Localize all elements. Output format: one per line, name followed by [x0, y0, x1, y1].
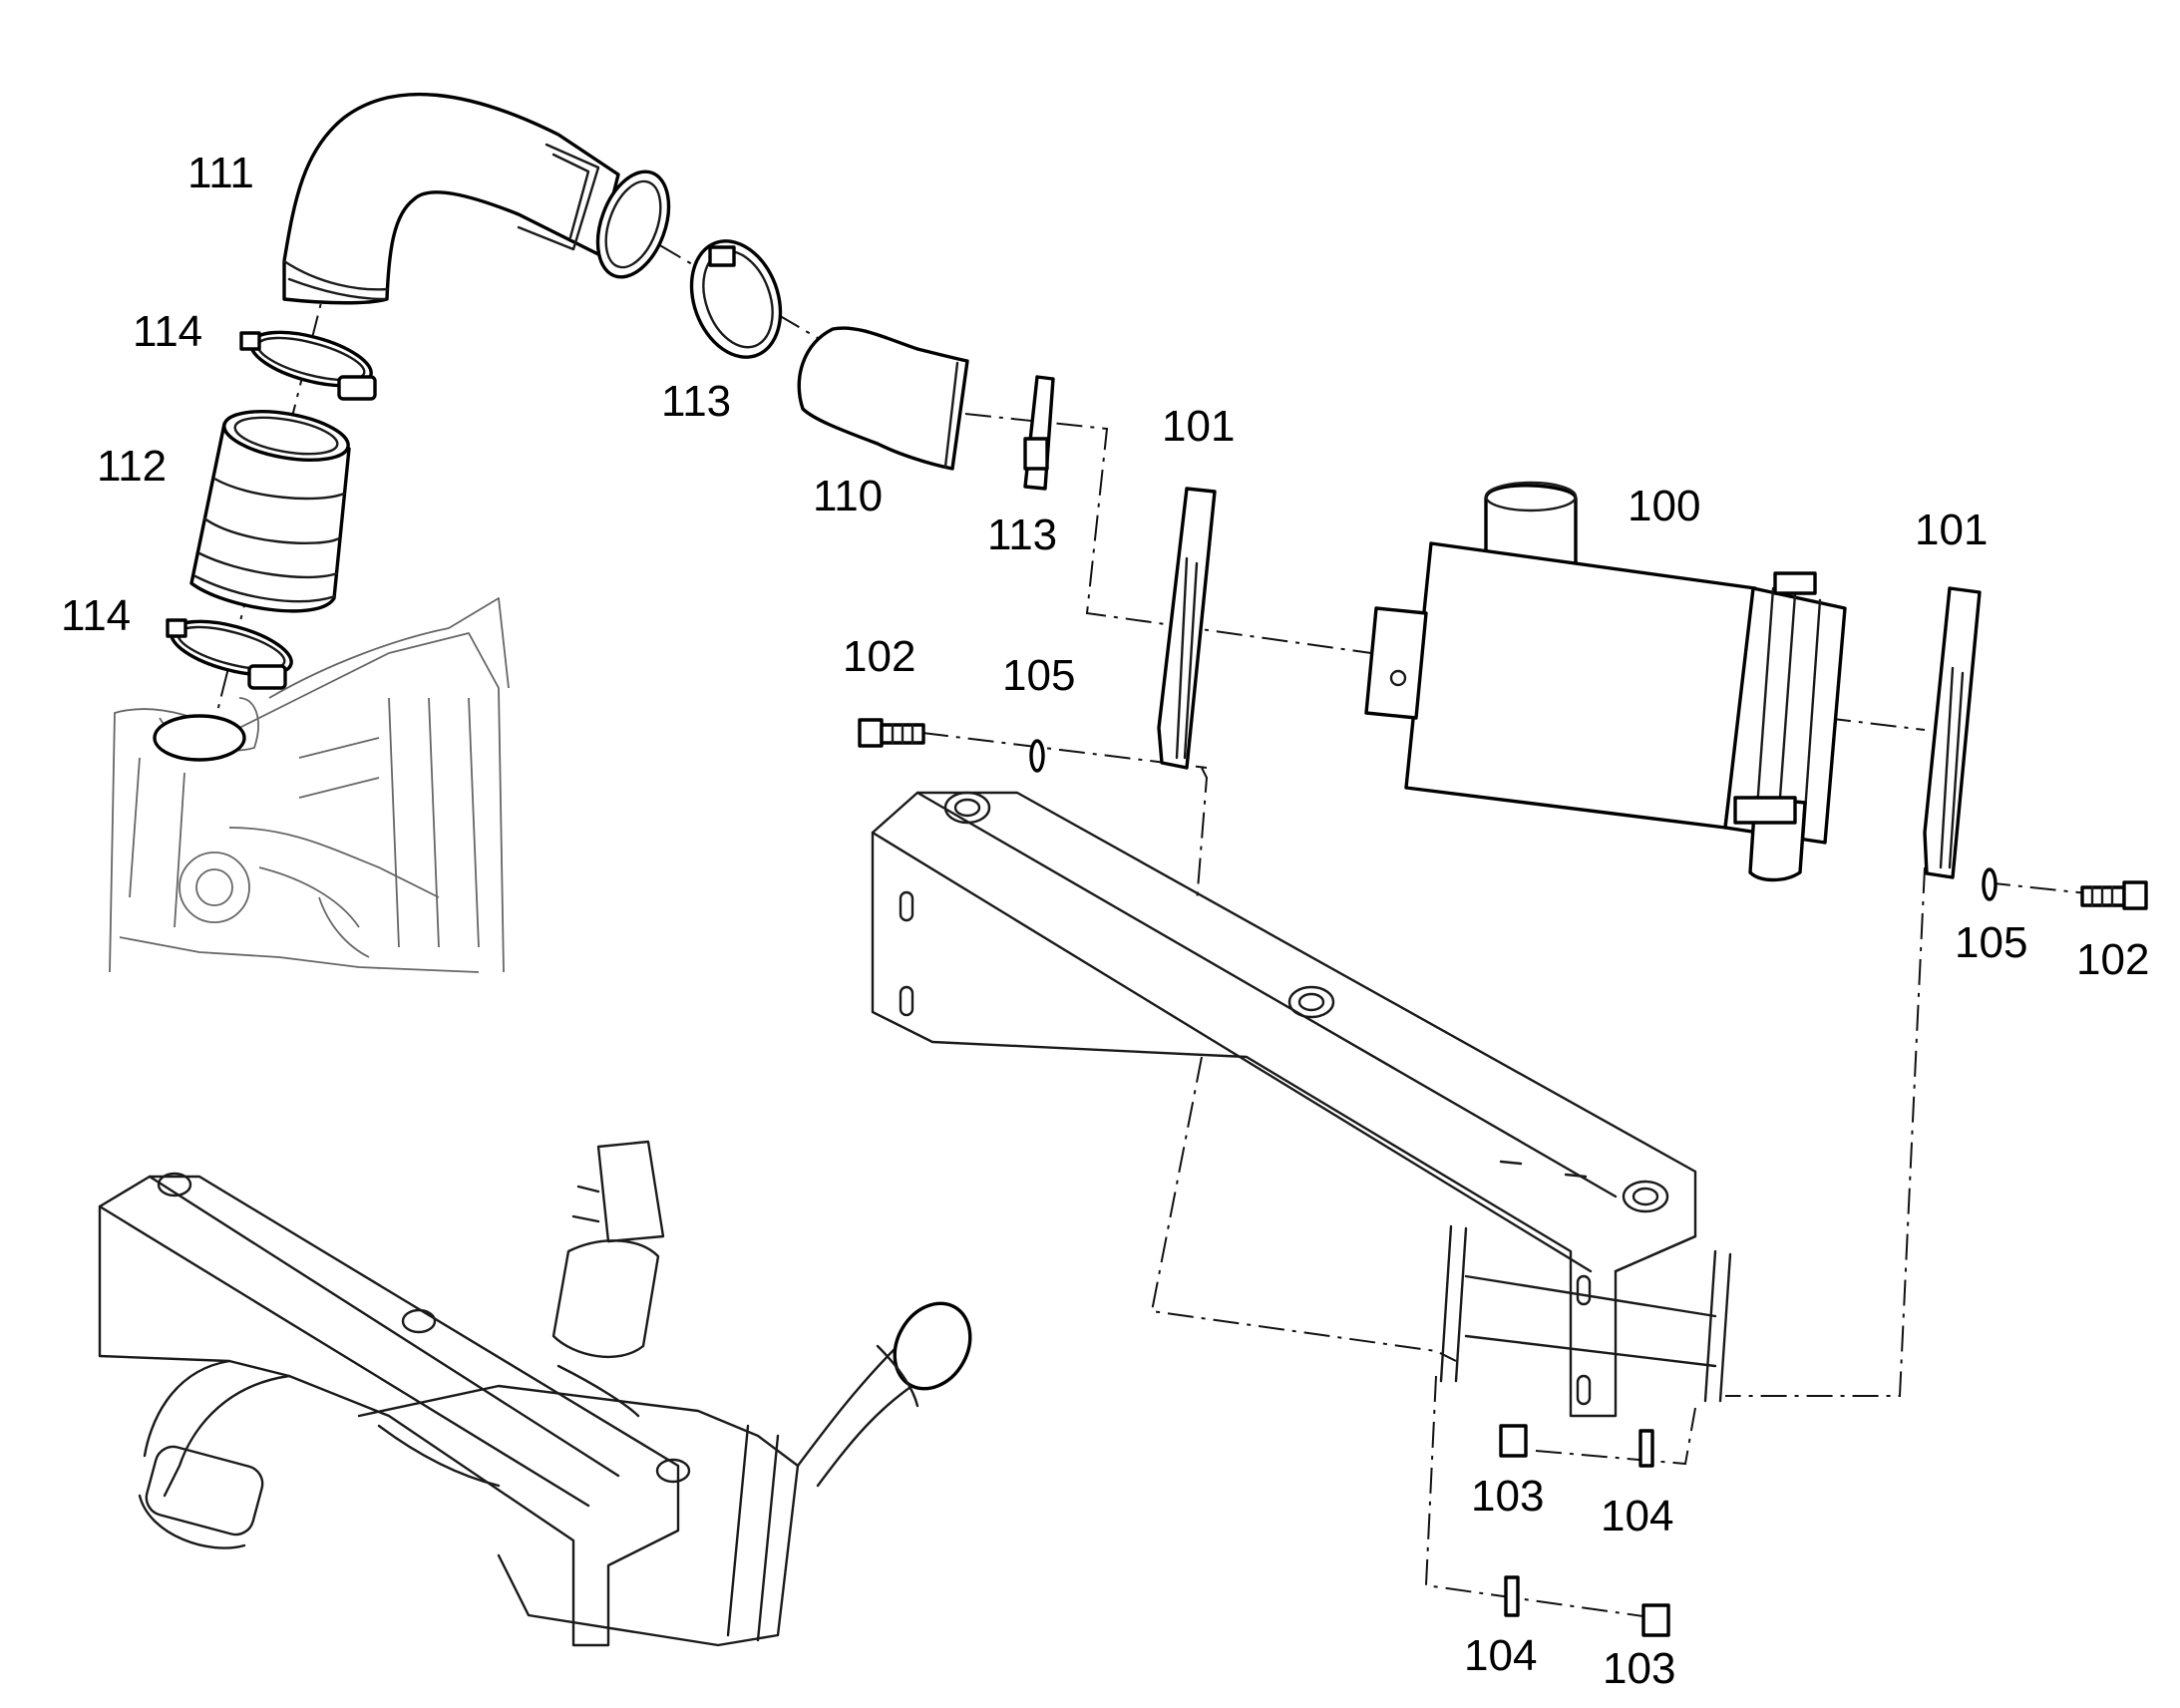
callout-112: 112: [97, 442, 167, 491]
part-113-band-clamp: [689, 239, 783, 359]
callout-104: 104: [1601, 1492, 1673, 1540]
callout-103: 103: [1603, 1644, 1675, 1693]
assembly-inset-view: [98, 1140, 972, 1647]
part-110-air-hose: [797, 326, 969, 471]
callout-103: 103: [1471, 1472, 1544, 1521]
callout-101: 101: [1162, 402, 1235, 451]
callout-113: 113: [987, 511, 1057, 559]
part-111-elbow-pipe: [282, 92, 671, 305]
part-105-washer-right: [1982, 867, 1998, 901]
part-100-air-filter: [1364, 481, 1847, 882]
callout-113: 113: [661, 377, 731, 426]
callout-111: 111: [187, 149, 254, 197]
part-104-washer-lower: [1504, 1575, 1520, 1617]
part-105-washer-left: [1029, 739, 1045, 773]
callout-100: 100: [1628, 482, 1700, 530]
part-101-bracket-right: [1923, 586, 1982, 879]
callout-114: 114: [133, 307, 202, 356]
part-114-hose-clamp-lower: [166, 618, 293, 690]
part-112-bellows-hose: [189, 410, 351, 613]
cross-member-frame: [871, 791, 1732, 1418]
part-104-washer-upper: [1638, 1429, 1654, 1468]
callout-114: 114: [61, 591, 131, 640]
part-101-bracket-left: [1157, 487, 1217, 770]
engine-inset-view: [109, 597, 510, 973]
callout-105: 105: [1002, 651, 1075, 700]
part-113-band-clamp-small: [1023, 375, 1055, 491]
callout-102: 102: [2076, 935, 2149, 984]
part-103-nut-lower: [1641, 1603, 1670, 1637]
part-102-bolt-left: [858, 718, 925, 748]
callout-110: 110: [813, 472, 883, 520]
callout-labels: 100 101 101 102 102 103 103 104 104 105 …: [61, 149, 2149, 1693]
part-103-nut-upper: [1499, 1424, 1528, 1458]
part-102-bolt-right: [2080, 880, 2148, 910]
callout-105: 105: [1955, 918, 2027, 967]
callout-104: 104: [1464, 1631, 1537, 1680]
callout-102: 102: [843, 632, 915, 681]
part-114-hose-clamp-upper: [239, 330, 377, 401]
callout-101: 101: [1915, 506, 1988, 554]
